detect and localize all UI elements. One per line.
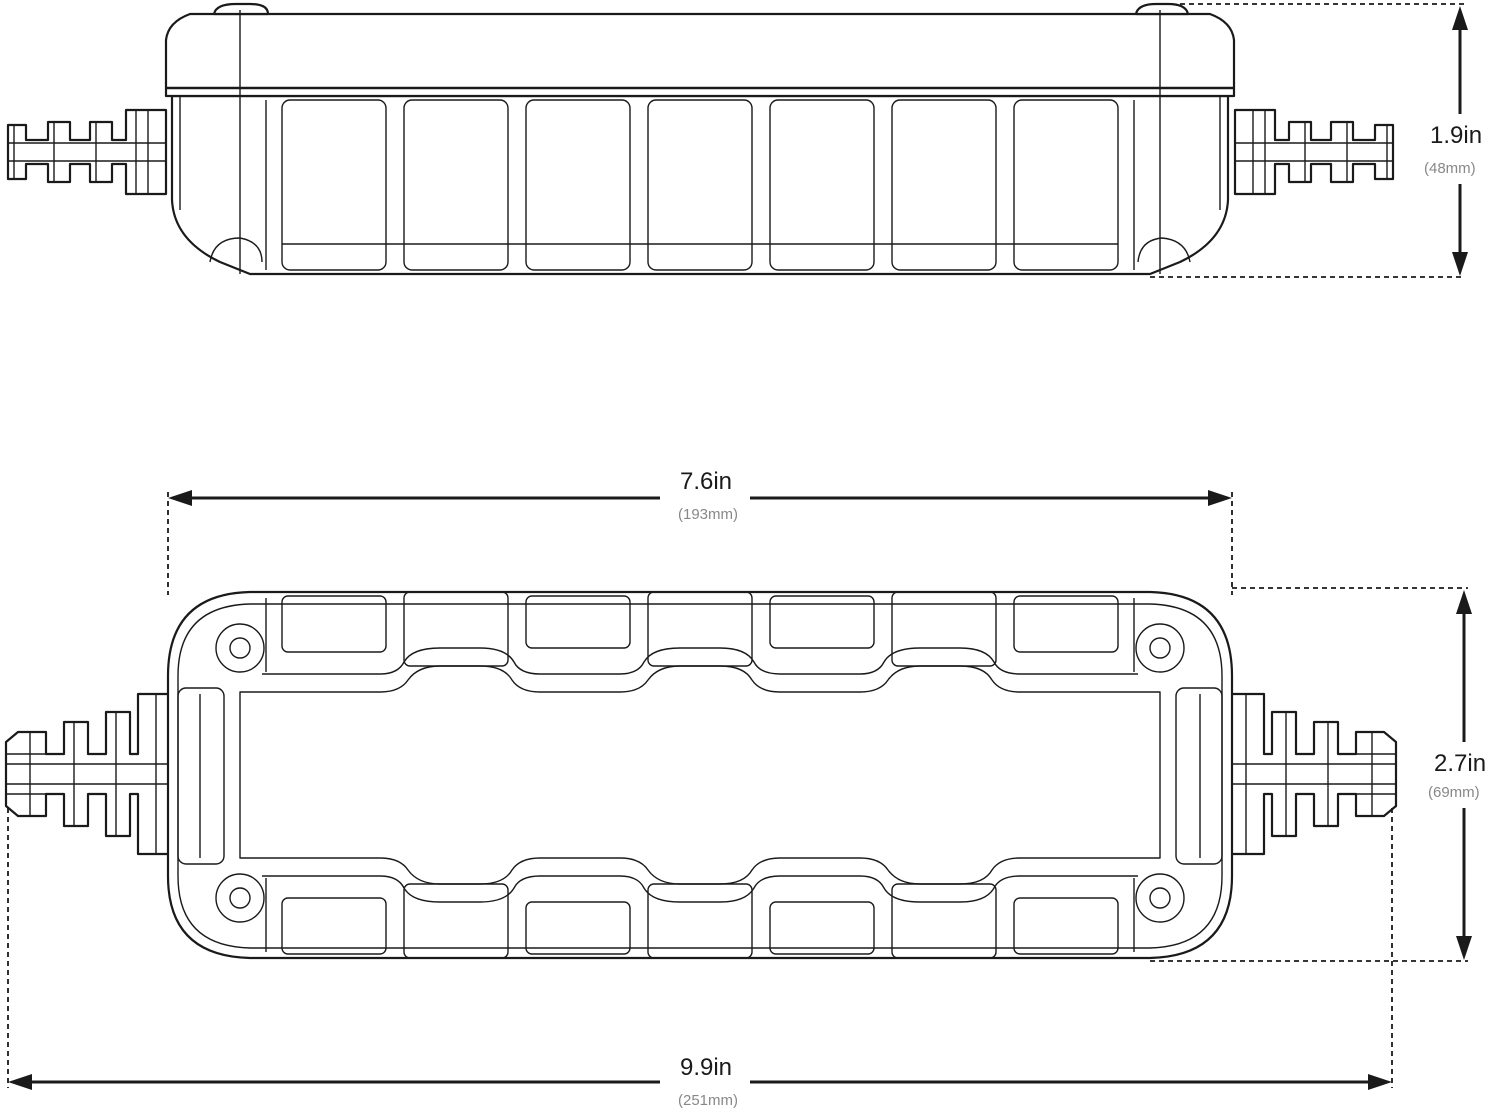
overall-length-label: 9.9in (673, 1054, 739, 1082)
overall-length-dimension (7, 808, 1393, 1090)
side-right-strain-relief (1233, 108, 1395, 196)
top-row-panels (265, 591, 1135, 672)
top-left-strain-relief (4, 692, 188, 856)
height-label: 1.9in (1430, 122, 1483, 149)
bottom-row-panels (265, 878, 1135, 959)
length-dimension (167, 490, 1233, 595)
top-inner-frame (239, 665, 1161, 885)
length-label: 7.6in (673, 468, 739, 496)
top-body (166, 590, 1234, 960)
side-lid (164, 12, 1236, 98)
width-metric-label: (69mm) (1428, 784, 1480, 801)
height-dimension (1150, 3, 1468, 278)
side-body (170, 94, 1230, 276)
side-left-strain-relief (6, 108, 168, 196)
side-panels (265, 99, 1135, 271)
side-view (6, 2, 1395, 276)
width-dimension (1150, 587, 1472, 962)
top-right-strain-relief (1214, 692, 1398, 856)
length-metric-label: (193mm) (677, 506, 739, 523)
mounting-holes (215, 623, 1185, 923)
overall-length-metric-label: (251mm) (677, 1092, 739, 1109)
height-metric-label: (48mm) (1424, 160, 1476, 177)
top-view (4, 590, 1398, 960)
width-label: 2.7in (1434, 750, 1487, 777)
